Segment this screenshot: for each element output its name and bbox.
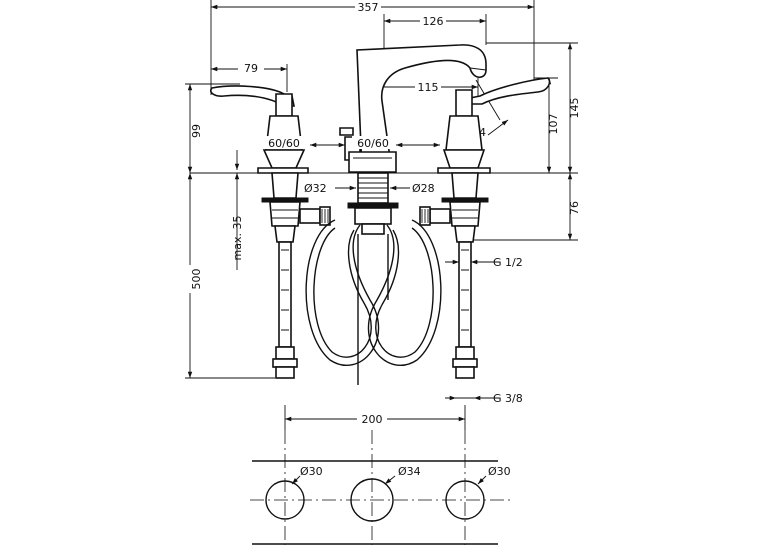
dim-hole-right: Ø30 bbox=[477, 465, 511, 485]
label-g12: G 1/2 bbox=[493, 256, 523, 269]
label-99: 99 bbox=[190, 124, 203, 138]
dim-handle-width: 79 bbox=[211, 62, 287, 75]
right-hose bbox=[452, 241, 478, 379]
dim-hole-left: Ø30 bbox=[291, 465, 323, 485]
right-handle bbox=[437, 77, 551, 174]
left-connection bbox=[299, 206, 331, 226]
label-145: 145 bbox=[568, 98, 581, 119]
label-76: 76 bbox=[568, 201, 581, 215]
label-200: 200 bbox=[362, 413, 383, 426]
dim-spout-reach: 126 bbox=[384, 15, 486, 28]
deck-plan bbox=[252, 460, 498, 545]
dim-bore-center: Ø32 bbox=[304, 182, 356, 195]
dim-spout-height: 107 bbox=[546, 78, 560, 173]
label-500: 500 bbox=[190, 269, 203, 290]
dim-thread-center: 60/60 bbox=[352, 136, 440, 150]
hole-left bbox=[265, 480, 305, 520]
right-connection bbox=[419, 206, 451, 226]
label-d34: Ø34 bbox=[398, 465, 421, 478]
dim-hole-spacing: 200 bbox=[284, 405, 466, 430]
label-60-60-left: 60/60 bbox=[268, 137, 300, 150]
dim-connection-lower: G 3/8 bbox=[445, 392, 523, 405]
label-115: 115 bbox=[418, 81, 439, 94]
label-d28: Ø28 bbox=[412, 182, 435, 195]
label-g38: G 3/8 bbox=[493, 392, 523, 405]
label-126: 126 bbox=[423, 15, 444, 28]
hole-right bbox=[445, 480, 485, 520]
left-valve-body bbox=[261, 172, 309, 243]
dim-under-deck: 76 bbox=[567, 173, 581, 240]
label-107: 107 bbox=[547, 114, 560, 135]
left-hose bbox=[272, 241, 298, 379]
dim-bore-side: Ø28 bbox=[390, 182, 435, 195]
center-lines bbox=[250, 430, 510, 545]
label-60-60-center: 60/60 bbox=[357, 137, 389, 150]
label-79: 79 bbox=[244, 62, 258, 75]
right-valve-body bbox=[441, 172, 489, 243]
label-d30-right: Ø30 bbox=[488, 465, 511, 478]
hole-center bbox=[350, 478, 394, 522]
dim-thread-left: 60/60 bbox=[263, 136, 345, 150]
dim-max-thickness: max. 35 bbox=[231, 150, 244, 270]
label-d32: Ø32 bbox=[304, 182, 327, 195]
label-max-35: max. 35 bbox=[231, 216, 244, 261]
dim-hose-length: 500 bbox=[187, 173, 203, 378]
loop-hose bbox=[305, 219, 442, 385]
label-357: 357 bbox=[358, 1, 379, 14]
dim-overall-width: 357 bbox=[211, 1, 534, 14]
label-d30-left: Ø30 bbox=[300, 465, 323, 478]
dim-connection-upper: G 1/2 bbox=[448, 256, 523, 269]
dim-total-height: 145 bbox=[567, 43, 581, 173]
dim-handle-height: 99 bbox=[187, 84, 203, 173]
dim-hole-center: Ø34 bbox=[384, 465, 421, 485]
dim-spout-offset: 115 bbox=[372, 81, 478, 94]
left-handle bbox=[209, 85, 309, 174]
spout-body bbox=[347, 172, 399, 235]
